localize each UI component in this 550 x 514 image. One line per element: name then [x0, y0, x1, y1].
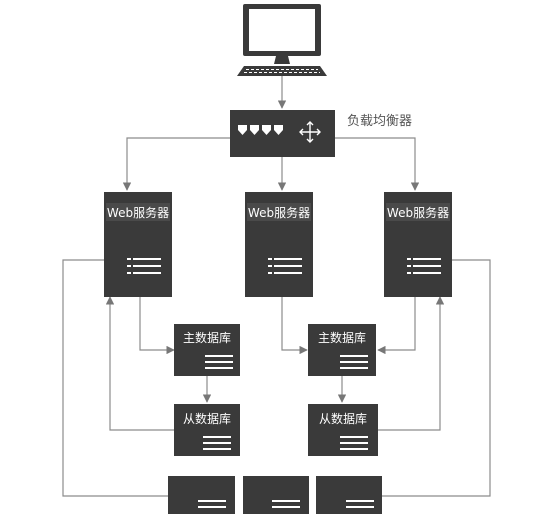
bottom-server-3	[316, 476, 382, 514]
load-balancer-box	[230, 110, 335, 157]
port-icons	[238, 125, 283, 135]
web-server-3-label: Web服务器	[386, 206, 450, 220]
web-server-2-label: Web服务器	[247, 206, 311, 220]
bottom-server-1	[168, 476, 235, 514]
move-arrows-icon	[299, 121, 321, 143]
bottom-server-2	[243, 476, 309, 514]
slave-db-1-label: 从数据库	[182, 412, 231, 426]
master-db-1	[174, 324, 240, 376]
web-server-1-label: Web服务器	[106, 206, 170, 220]
slave-db-2	[308, 404, 378, 456]
load-balancer-label: 负载均衡器	[347, 114, 413, 129]
web-server-1	[104, 192, 172, 297]
web-server-3	[384, 192, 452, 297]
slave-db-2-label: 从数据库	[318, 412, 367, 426]
web-server-2	[245, 192, 313, 297]
computer-icon	[237, 4, 327, 76]
connector-lines	[62, 76, 491, 497]
master-db-2	[308, 324, 376, 376]
master-db-1-label: 主数据库	[182, 331, 231, 345]
slave-db-1	[174, 404, 240, 456]
master-db-2-label: 主数据库	[317, 331, 366, 345]
